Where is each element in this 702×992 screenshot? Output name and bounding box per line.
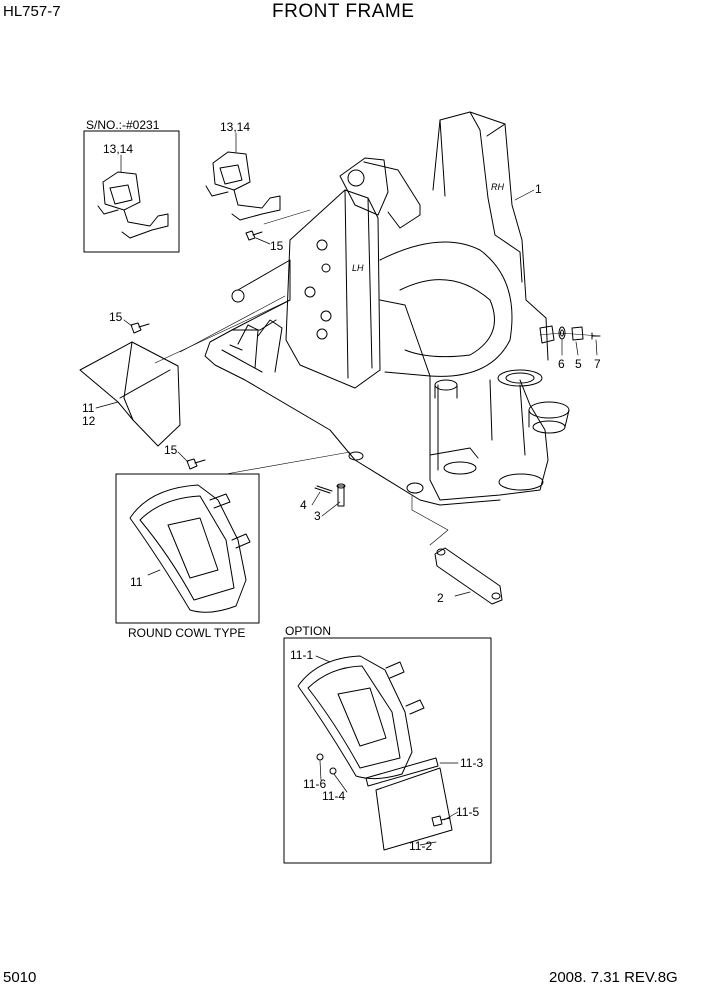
callout-11-6: 11-6 [303,777,327,791]
bolt-15-middle [130,322,150,334]
callout-11-fender: 11 [82,401,95,415]
pin-assembly-5-6-7 [539,325,601,344]
callout-13-14: 13,14 [220,120,251,134]
front-frame-body [204,111,570,506]
callout-11-cowl: 11 [130,575,143,589]
callout-15-top: 15 [270,239,284,253]
revision-date: 2008. 7.31 REV.8G [549,969,678,986]
lh-mark: LH [352,263,364,273]
guide-lines [154,209,601,546]
callout-7: 7 [594,357,601,371]
bolt-15-top [245,230,263,241]
callout-11-5: 11-5 [456,805,480,819]
bolt-15-cowl [186,458,206,470]
callout-11-1: 11-1 [290,648,314,662]
round-cowl-11 [129,484,251,613]
leader-lines [95,132,598,846]
callout-11-2: 11-2 [409,839,433,853]
rh-mark: RH [491,182,504,192]
callout-13-14-inset: 13,14 [103,142,134,156]
bracket-13-14 [205,151,281,221]
round-cowl-type-label: ROUND COWL TYPE [128,626,246,640]
page-number: 5010 [3,969,37,986]
serial-number-box [83,130,180,253]
bracket-13-14-inset [97,171,169,239]
callout-11-4: 11-4 [322,789,346,803]
callout-1: 1 [535,182,542,196]
callout-6: 6 [558,357,565,371]
callout-15-middle: 15 [109,310,123,324]
option-mudflap-assembly [297,655,453,851]
option-label: OPTION [285,624,332,638]
link-2 [434,547,503,605]
fender-11-12 [79,341,181,447]
callout-12: 12 [82,414,96,428]
callout-15-cowl: 15 [164,443,178,457]
page-title: FRONT FRAME [272,1,415,22]
round-cowl-box [115,473,260,624]
callout-4: 4 [300,498,307,512]
pin-and-cotter-3-4 [314,483,346,507]
callout-2: 2 [437,591,444,605]
serial-number-label: S/NO.:-#0231 [86,118,160,132]
option-box [283,637,492,864]
callout-3: 3 [314,509,321,523]
callout-5: 5 [575,357,582,371]
callout-11-3: 11-3 [460,756,484,770]
model-number: HL757-7 [3,3,61,20]
